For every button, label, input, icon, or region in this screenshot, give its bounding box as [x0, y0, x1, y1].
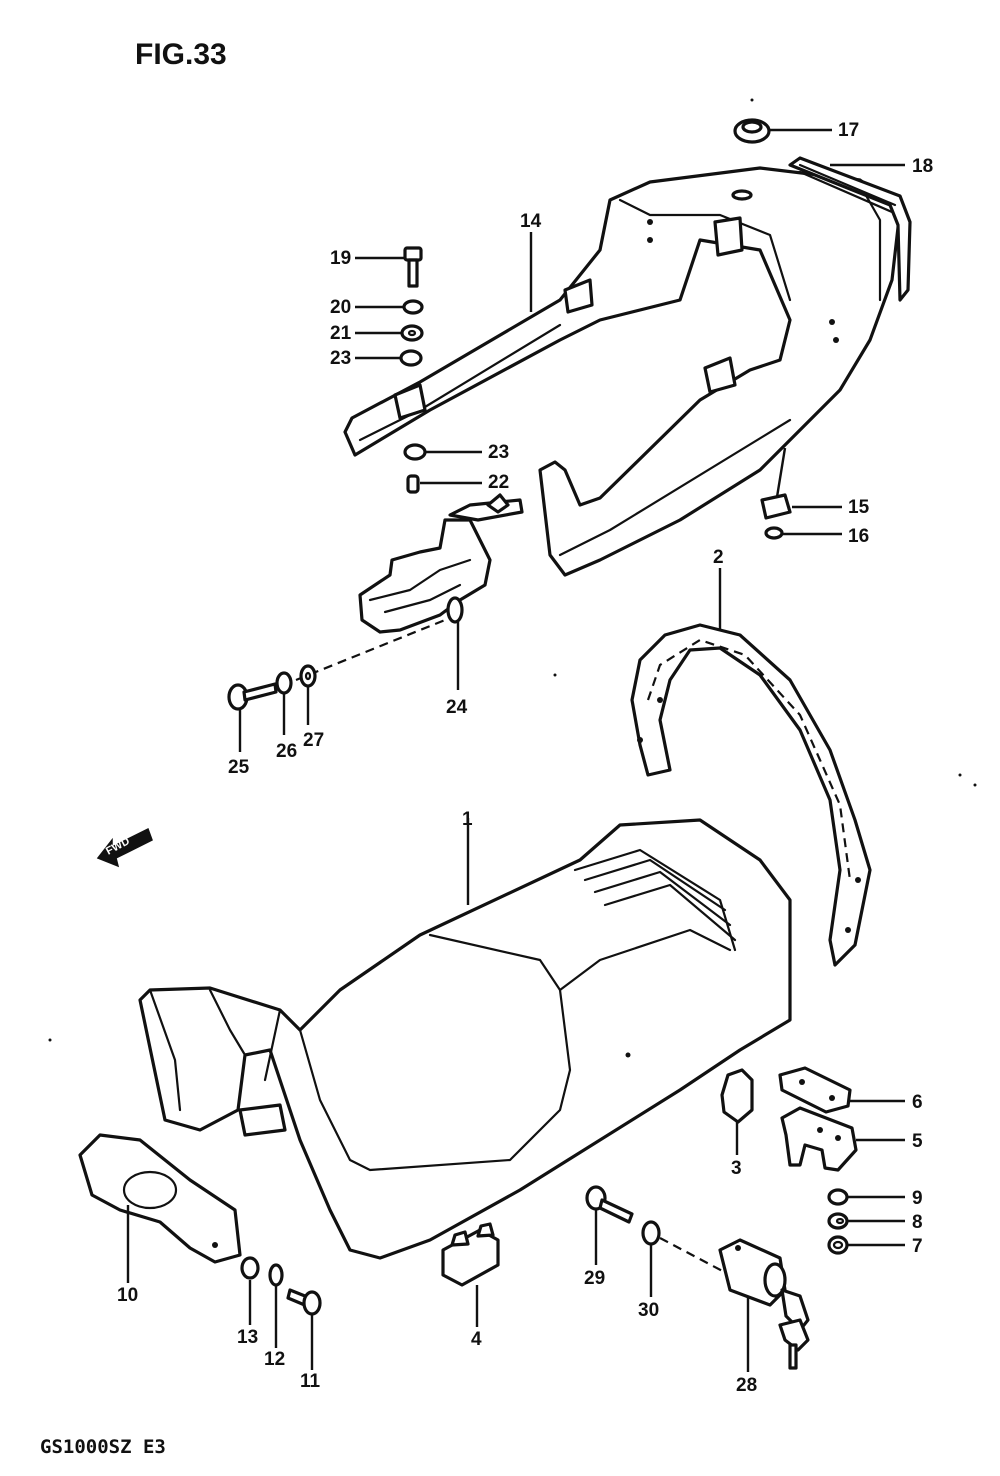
callout-4: 4 — [471, 1329, 482, 1350]
callout-3: 3 — [731, 1158, 742, 1179]
assembly-line-30-28 — [659, 1237, 731, 1276]
bolt-29 — [585, 1185, 634, 1224]
nut-26 — [275, 671, 293, 695]
callout-7: 7 — [912, 1236, 923, 1257]
callout-15: 15 — [848, 497, 870, 518]
model-code: GS1000SZ E3 — [40, 1436, 166, 1458]
grab-strap-2 — [630, 623, 872, 967]
callout-1: 1 — [462, 809, 473, 830]
callout-11: 11 — [300, 1371, 321, 1392]
washer-23a — [399, 349, 423, 367]
callout-16: 16 — [848, 526, 870, 547]
bracket-10 — [78, 1133, 242, 1264]
callout-8: 8 — [912, 1212, 923, 1233]
bolt-25 — [227, 682, 278, 711]
clip-15 — [760, 493, 792, 520]
washer-21 — [400, 324, 424, 342]
washer-16 — [764, 526, 784, 540]
tail-cowl — [343, 166, 902, 577]
washer-13 — [240, 1256, 260, 1280]
callout-20: 20 — [330, 297, 352, 318]
callout-24: 24 — [446, 697, 468, 718]
callout-5: 5 — [912, 1131, 923, 1152]
callout-2: 2 — [713, 547, 724, 568]
bolt-19 — [403, 246, 423, 288]
callout-30: 30 — [638, 1300, 660, 1321]
callout-23-lower: 23 — [488, 442, 510, 463]
washer-30 — [641, 1220, 661, 1246]
pin-22 — [406, 474, 420, 494]
bolt-11 — [286, 1288, 322, 1316]
callout-26: 26 — [276, 741, 298, 762]
seat-lock-cylinder-28 — [718, 1238, 810, 1370]
grommet-17 — [733, 118, 771, 144]
callout-17: 17 — [838, 120, 860, 141]
forward-arrow-icon — [96, 827, 153, 868]
nut-23b — [403, 443, 427, 461]
callout-27: 27 — [303, 730, 325, 751]
seat-1 — [138, 818, 792, 1260]
plate-6 — [778, 1066, 852, 1114]
figure-title: FIG.33 — [135, 38, 227, 71]
callout-12: 12 — [264, 1349, 286, 1370]
callout-21: 21 — [330, 323, 352, 344]
washer-8 — [827, 1212, 849, 1230]
seat-lock-24 — [295, 493, 524, 682]
callout-29: 29 — [584, 1268, 606, 1289]
hinge-5 — [780, 1106, 858, 1172]
nut-7 — [827, 1235, 849, 1255]
callout-10: 10 — [117, 1285, 139, 1306]
callout-18: 18 — [912, 156, 934, 177]
callout-14: 14 — [520, 211, 542, 232]
callout-22: 22 — [488, 472, 510, 493]
nut-12 — [268, 1263, 284, 1287]
callout-19: 19 — [330, 248, 352, 269]
washer-27 — [299, 664, 317, 688]
nut-20 — [402, 299, 424, 315]
callout-28: 28 — [736, 1375, 758, 1396]
damper-3 — [720, 1068, 754, 1124]
callout-9: 9 — [912, 1188, 923, 1209]
callout-25: 25 — [228, 757, 250, 778]
callout-6: 6 — [912, 1092, 923, 1113]
callout-13: 13 — [237, 1327, 259, 1348]
leader-lines — [126, 128, 905, 1372]
washer-9 — [827, 1188, 849, 1206]
damper-4 — [441, 1222, 500, 1287]
trim-strip-18 — [788, 156, 912, 302]
callout-23-upper: 23 — [330, 348, 352, 369]
